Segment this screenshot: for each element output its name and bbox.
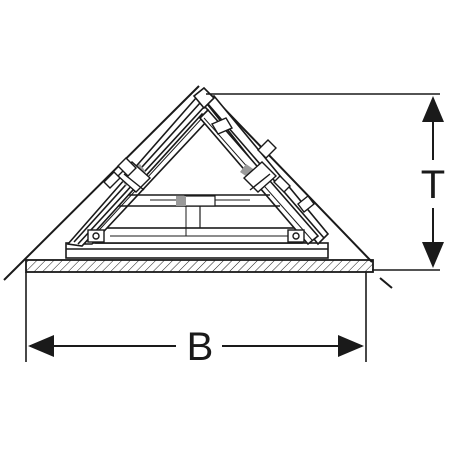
floor-slab (25, 259, 374, 273)
apex-cap (192, 86, 216, 110)
bracket-right-lower (287, 229, 305, 243)
base-frame (65, 227, 329, 259)
arrowhead-right (338, 335, 364, 357)
bracket-left-lower (87, 229, 105, 243)
clip-left-outer (103, 171, 121, 189)
dimension-depth (206, 93, 444, 271)
width-label: B (187, 325, 214, 369)
arrowhead-left (28, 335, 54, 357)
arrowhead-down (422, 242, 444, 268)
internal-rail (118, 194, 280, 236)
brackets (87, 117, 315, 243)
bracket-right-upper (242, 161, 278, 193)
wall-outline (3, 85, 393, 289)
clip-right-top (210, 117, 234, 135)
clip-left-mid (117, 157, 137, 177)
dimension-width (25, 272, 367, 362)
depth-label: T (421, 163, 445, 207)
clip-right-low (297, 195, 315, 213)
clip-right-mid (257, 139, 277, 159)
clip-right-outer (273, 175, 291, 193)
arrowhead-up (422, 96, 444, 122)
